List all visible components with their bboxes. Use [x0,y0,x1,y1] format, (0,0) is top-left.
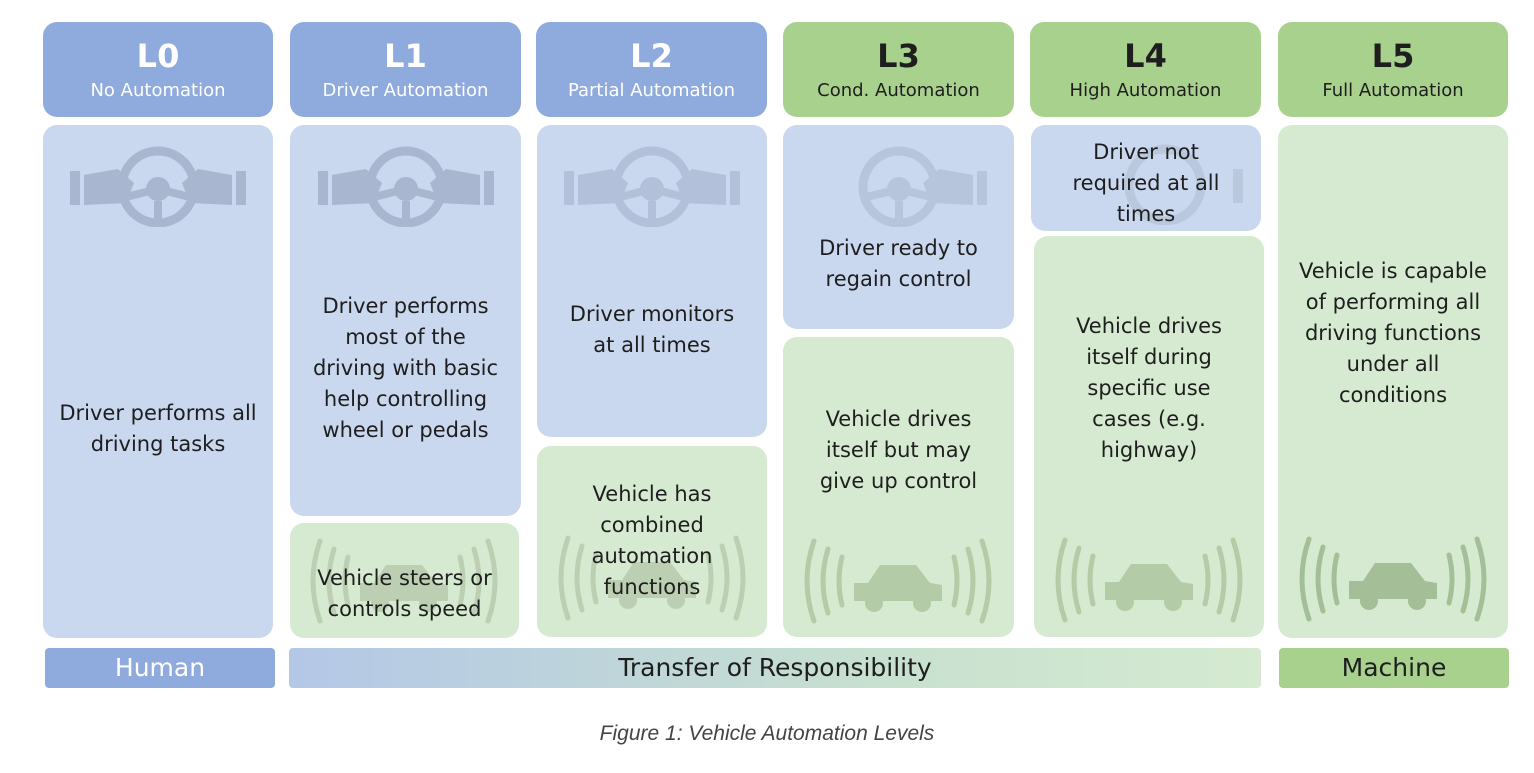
level-header-l2: L2 Partial Automation [536,22,767,117]
level-code: L0 [136,37,180,75]
figure-caption: Figure 1: Vehicle Automation Levels [599,722,935,745]
level-header-l4: L4 High Automation [1030,22,1261,117]
driver-box-l0: Driver performs all driving tasks [43,125,273,638]
steering-wheel-icon [564,146,740,227]
level-name: Full Automation [1322,80,1464,101]
level-name: Partial Automation [567,80,736,101]
car-signal-icon [310,538,498,624]
vehicle-text: Vehicle drives itself during specific us… [1076,314,1222,462]
vehicle-text: Vehicle is capable of performing all dri… [1299,259,1487,407]
steering-wheel-icon [70,146,246,227]
level-name: Driver Automation [322,80,489,101]
vehicle-box-l4: Vehicle drives itself during specific us… [1034,236,1264,637]
level-code: L5 [1371,37,1415,75]
level-header-l3: L3 Cond. Automation [783,22,1014,117]
level-name: No Automation [90,80,226,101]
human-bar: Human [45,648,275,688]
steering-wheel-icon [318,146,494,227]
driver-text: Driver performs most of the driving with… [312,294,499,442]
vehicle-text: Vehicle has combined automation function… [591,482,713,599]
level-header-l5: L5 Full Automation [1278,22,1508,117]
driver-text: Driver ready to regain control [819,236,978,291]
steering-wheel-icon [1124,144,1243,225]
level-header-l0: L0 No Automation [43,22,273,117]
level-header-l1: L1 Driver Automation [290,22,521,117]
level-code: L2 [630,37,673,75]
level-code: L4 [1124,37,1167,75]
vehicle-box-l1: Vehicle steers or controls speed [290,523,519,638]
machine-bar: Machine [1279,648,1509,688]
level-name: High Automation [1069,80,1222,101]
transfer-of-responsibility-bar: Transfer of Responsibility [289,648,1261,688]
driver-box-l2: Driver monitors at all times [537,125,767,437]
level-name: Cond. Automation [817,80,980,101]
driver-box-l1: Driver performs most of the driving with… [290,125,521,516]
car-signal-icon [1055,537,1243,623]
vehicle-box-l3: Vehicle drives itself but may give up co… [783,337,1014,637]
driver-box-l3: Driver ready to regain control [783,125,1014,329]
car-signal-icon [1299,536,1487,622]
driver-text: Driver performs all driving tasks [59,401,257,456]
car-signal-icon [558,535,746,621]
vehicle-text: Vehicle steers or controls speed [317,566,492,621]
vehicle-box-l5: Vehicle is capable of performing all dri… [1278,125,1508,638]
level-code: L3 [877,37,920,75]
vehicle-box-l2: Vehicle has combined automation function… [537,446,767,637]
driver-box-l4: Driver not required at all times [1031,125,1261,231]
steering-wheel-icon [858,146,987,227]
driver-text: Driver not required at all times [1072,140,1220,226]
vehicle-text: Vehicle drives itself but may give up co… [819,407,978,493]
car-signal-icon [804,538,992,624]
driver-text: Driver monitors at all times [569,302,735,357]
level-code: L1 [384,37,427,75]
